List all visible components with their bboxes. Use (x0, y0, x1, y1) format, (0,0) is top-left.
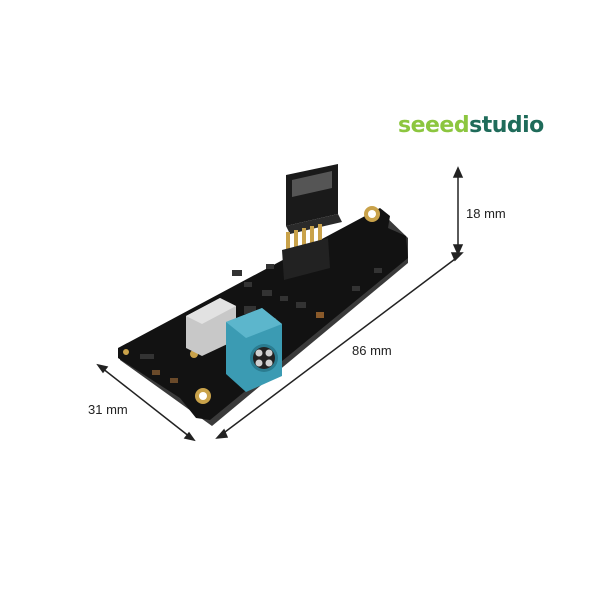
length-label: 86 mm (352, 343, 392, 358)
pad (123, 349, 129, 355)
height-arrow-bottom (452, 244, 464, 256)
length-dimension-line (220, 255, 460, 436)
seeed-studio-logo: seeedstudio (398, 113, 544, 138)
logo-part-studio: studio (469, 113, 544, 138)
width-dimension-line (101, 367, 191, 438)
dimension-lines (96, 166, 464, 442)
length-arrow-right (450, 252, 464, 262)
width-arrow-top (96, 363, 109, 374)
height-arrow-top (452, 166, 464, 178)
connector-slot (292, 171, 332, 197)
width-label: 31 mm (88, 402, 128, 417)
logo-part-seeed: seeed (398, 113, 470, 138)
connector-pins (255, 349, 273, 367)
pin-header (286, 224, 322, 254)
length-arrow-left (215, 428, 229, 439)
height-label: 18 mm (466, 206, 506, 221)
width-arrow-bottom (183, 431, 196, 442)
pin-header-base (282, 238, 330, 280)
